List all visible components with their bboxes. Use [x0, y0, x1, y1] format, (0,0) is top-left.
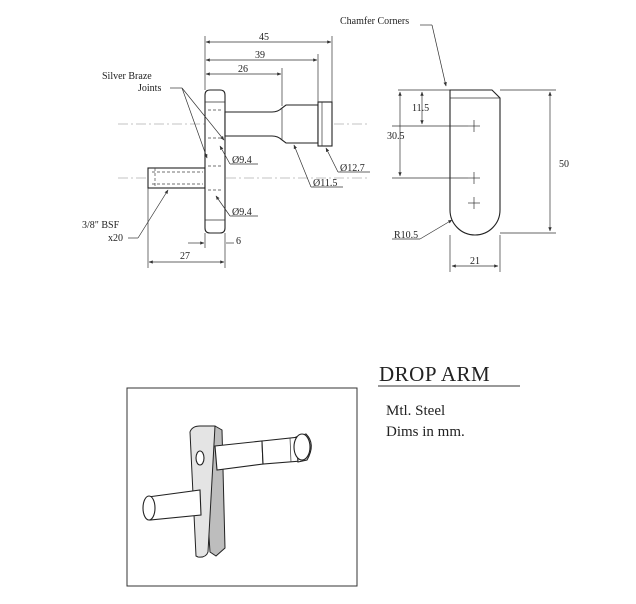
dim-26: 26	[238, 64, 248, 75]
radius-leader	[419, 219, 453, 240]
pivot-pin	[224, 101, 333, 147]
arm-plate	[204, 89, 226, 234]
dim-45: 45	[259, 32, 269, 43]
radius-label: R10.5	[394, 230, 418, 241]
dia-9-4-upper-label: Ø9.4	[232, 155, 252, 166]
material-note: Mtl. Steel	[386, 403, 445, 419]
side-view: 45 39 26 27 6 Silver Braze Joints 3/8" B…	[82, 32, 370, 268]
dia-11-5-label: Ø11.5	[313, 178, 337, 189]
dim-6: 6	[236, 236, 241, 247]
braze-leader-1	[181, 87, 208, 159]
title-block: DROP ARM Mtl. Steel Dims in mm.	[378, 362, 520, 440]
joints-label: Joints	[138, 83, 161, 94]
chamfer-leader	[431, 24, 447, 87]
dia-9-4-lower-label: Ø9.4	[232, 207, 252, 218]
dim-21: 21	[470, 256, 480, 267]
thread-leader	[137, 189, 169, 239]
threaded-stud	[147, 167, 206, 189]
chamfer-label: Chamfer Corners	[340, 16, 409, 27]
front-view: 11.5 30.5 50 21 Chamfer Corners R10.5	[340, 16, 569, 272]
dim-11-5: 11.5	[412, 103, 429, 114]
thread-label: 3/8" BSF	[82, 220, 120, 231]
dim-39: 39	[255, 50, 265, 61]
drawing-title: DROP ARM	[379, 362, 490, 386]
dim-27: 27	[180, 251, 190, 262]
isometric-frame	[126, 387, 358, 587]
thread-length-label: x20	[108, 233, 123, 244]
units-note: Dims in mm.	[386, 424, 465, 440]
silver-braze-label: Silver Braze	[102, 71, 152, 82]
dim-30-5: 30.5	[387, 131, 405, 142]
braze-leader-2	[181, 87, 225, 141]
plate-outline	[449, 89, 501, 236]
isometric-view	[126, 387, 358, 587]
dim-50: 50	[559, 159, 569, 170]
dia-12-7-label: Ø12.7	[340, 163, 365, 174]
